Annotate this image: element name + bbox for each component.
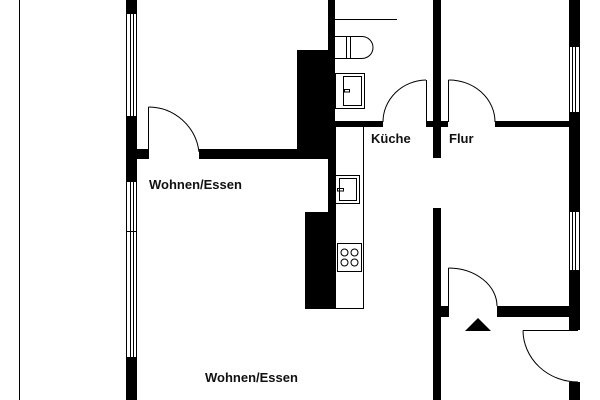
door-flur-lower[interactable] [448, 267, 498, 317]
room-label-wohnen-essen-lower: Wohnen/Essen [205, 370, 298, 385]
left-exterior-wall [126, 0, 137, 400]
room-label-kueche: Küche [371, 131, 411, 146]
kitchen-counter [335, 127, 364, 309]
kitchen-sink-icon [335, 175, 360, 204]
bath-sink-icon [335, 73, 365, 109]
entrance-arrow-icon [465, 318, 491, 331]
door-flur-upper[interactable] [448, 79, 496, 123]
shaft-block-lower [305, 212, 336, 309]
bath-wall-vertical [328, 0, 335, 127]
door-upper-left[interactable] [148, 106, 200, 159]
door-stub-lower [441, 306, 448, 317]
window-left-upper [126, 14, 137, 116]
flur-wall-lower [497, 306, 570, 317]
door-lower-right[interactable] [522, 330, 579, 383]
toilet-icon [335, 36, 374, 59]
window-left-lower [126, 182, 137, 357]
bath-wall-bottom [335, 121, 383, 127]
right-exterior-wall [569, 0, 580, 400]
flur-wall-upper [495, 121, 570, 127]
window-right-lower [569, 212, 580, 270]
door-stub [137, 149, 148, 159]
central-wall-upper [433, 0, 441, 158]
window-right-upper [569, 47, 580, 112]
door-bath[interactable] [382, 79, 427, 123]
room-label-flur: Flur [449, 131, 474, 146]
central-wall-lower [433, 208, 441, 400]
stove-icon [337, 243, 362, 272]
interior-wall-horizontal [199, 149, 335, 159]
room-label-wohnen-essen-upper: Wohnen/Essen [149, 177, 242, 192]
